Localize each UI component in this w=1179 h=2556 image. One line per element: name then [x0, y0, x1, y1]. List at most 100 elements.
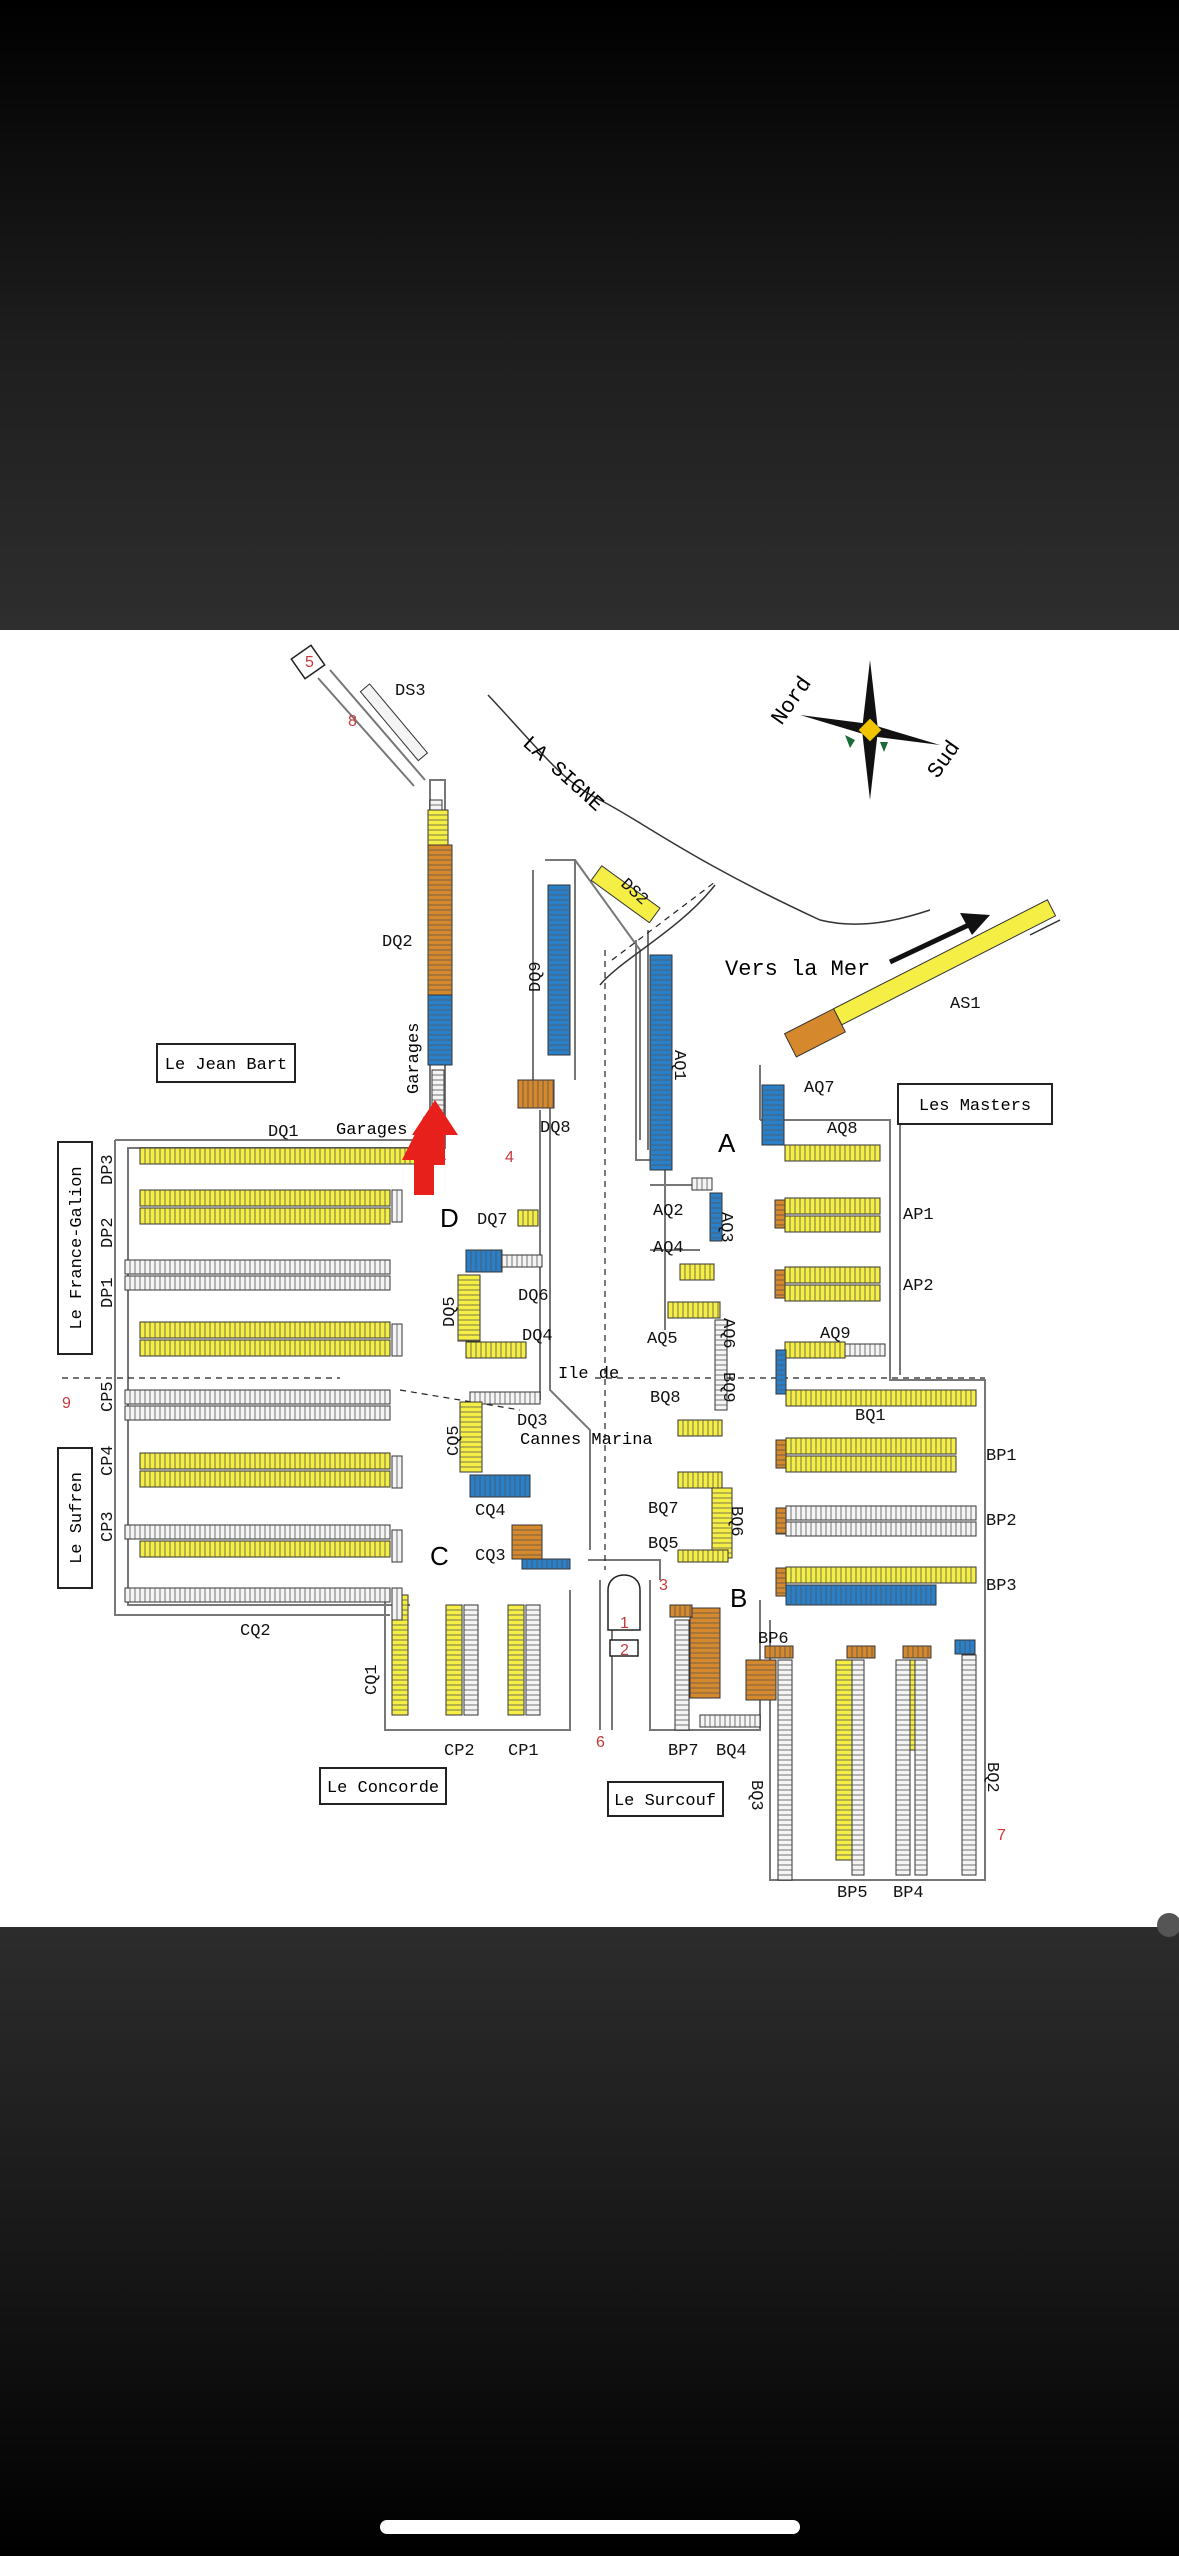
dock-cp2: CP2	[444, 1742, 475, 1761]
dock-dq8: DQ8	[540, 1119, 571, 1138]
dock-aq3: AQ3	[716, 1212, 735, 1243]
dock-bq9: BQ9	[718, 1372, 737, 1403]
red-numbers: 1 2 3 4 5 6 7 8 9	[62, 654, 1006, 1844]
mooring-strip	[139, 1147, 426, 1165]
number-7: 7	[997, 1827, 1006, 1844]
mooring-strip	[851, 1659, 865, 1876]
mooring-strip	[124, 1524, 391, 1540]
mooring-strip	[124, 1259, 391, 1275]
aq7-strip-fill	[783, 1008, 847, 1058]
dock-bp1: BP1	[986, 1447, 1017, 1466]
garages-label-horizontal: Garages	[336, 1121, 407, 1140]
mooring-strip	[667, 1301, 721, 1319]
sea-label: Vers la Mer	[725, 957, 870, 982]
dock-bp2: BP2	[986, 1512, 1017, 1531]
mooring-strip	[914, 1659, 928, 1876]
mooring-strips	[124, 683, 1057, 1881]
dock-bq7: BQ7	[648, 1500, 679, 1519]
mooring-strip	[774, 1199, 786, 1229]
dock-dq6: DQ6	[518, 1287, 549, 1306]
mooring-strip	[775, 1567, 787, 1597]
section-d-label: D	[440, 1203, 459, 1233]
cannes-marina-label: Cannes Marina	[520, 1431, 653, 1450]
dock-bq8: BQ8	[650, 1389, 681, 1408]
home-indicator[interactable]	[380, 2520, 800, 2534]
dock-ap1: AP1	[903, 1206, 934, 1225]
dock-cp4: CP4	[99, 1445, 118, 1476]
compass-north-label: Nord	[767, 672, 818, 730]
mooring-strip	[775, 1349, 787, 1395]
mooring-strip	[784, 1266, 881, 1284]
dock-cq4: CQ4	[475, 1502, 506, 1521]
svg-text:Le Sufren: Le Sufren	[68, 1472, 87, 1564]
dock-as1: AS1	[950, 995, 981, 1014]
dock-cp1: CP1	[508, 1742, 539, 1761]
number-9: 9	[62, 1395, 71, 1412]
ds3-strip-group	[359, 683, 429, 762]
mooring-strip	[784, 1215, 881, 1233]
ile-de-label: Ile de	[558, 1365, 619, 1384]
number-2: 2	[620, 1642, 629, 1659]
mooring-strip	[124, 1389, 391, 1405]
dock-bp6: BP6	[758, 1630, 789, 1649]
river-label: LA SIGNE	[517, 733, 607, 818]
dock-aq9: AQ9	[820, 1325, 851, 1344]
mooring-strip	[124, 1587, 391, 1603]
dock-bq3: BQ3	[746, 1780, 765, 1811]
dock-aq4: AQ4	[653, 1239, 684, 1258]
ds2-strip	[590, 865, 661, 924]
corner-bubble-icon	[1157, 1913, 1179, 1937]
svg-text:Le Surcouf: Le Surcouf	[614, 1792, 716, 1811]
dock-bq2: BQ2	[982, 1762, 1001, 1793]
mooring-strip	[784, 1284, 881, 1302]
dock-aq6: AQ6	[718, 1318, 737, 1349]
harbour-office	[290, 644, 641, 1657]
number-5: 5	[305, 654, 314, 671]
mooring-strip	[902, 1645, 932, 1659]
dock-bq4: BQ4	[716, 1742, 747, 1761]
section-a-label: A	[718, 1128, 736, 1158]
dock-bq5: BQ5	[648, 1535, 679, 1554]
ds2-strip-fill	[590, 865, 661, 924]
sea-arrow	[888, 913, 990, 965]
svg-text:Les Masters: Les Masters	[919, 1097, 1031, 1116]
mooring-strip	[124, 1405, 391, 1421]
number-3: 3	[659, 1577, 668, 1594]
dock-dq3: DQ3	[517, 1412, 548, 1431]
dock-dq4: DQ4	[522, 1327, 553, 1346]
dock-cq1: CQ1	[363, 1664, 382, 1695]
dock-aq1: AQ1	[669, 1050, 688, 1081]
phone-bottom-background	[0, 1927, 1179, 2556]
box-le-france-galion: Le France-Galion	[57, 1141, 93, 1355]
marina-map: Nord Sud LA SIGNE Vers la Mer A B C D Il…	[0, 630, 1179, 1927]
svg-text:Le France-Galion: Le France-Galion	[68, 1166, 87, 1329]
dock-dq7: DQ7	[477, 1211, 508, 1230]
as1-strip	[783, 899, 1057, 1058]
river-banks	[487, 694, 1061, 986]
box-le-surcouf: Le Surcouf	[607, 1781, 724, 1817]
mooring-strip	[677, 1471, 723, 1489]
dock-bp5: BP5	[837, 1884, 868, 1903]
garages-label-vertical: Garages	[405, 1023, 424, 1094]
dock-ds3: DS3	[395, 682, 426, 701]
dock-dp1: DP1	[99, 1277, 118, 1308]
mooring-strip	[517, 1079, 555, 1109]
compass-rose	[800, 660, 940, 800]
dock-dq9: DQ9	[527, 961, 546, 992]
ds3-strip-fill	[359, 683, 429, 762]
svg-text:Le Jean Bart: Le Jean Bart	[165, 1056, 287, 1075]
box-le-jean-bart: Le Jean Bart	[156, 1043, 296, 1083]
dock-dq5: DQ5	[441, 1296, 460, 1327]
number-4: 4	[505, 1149, 514, 1166]
box-le-sufren: Le Sufren	[57, 1447, 93, 1589]
dock-dq2: DQ2	[382, 933, 413, 952]
dock-cp3: CP3	[99, 1511, 118, 1542]
phone-top-background	[0, 0, 1179, 630]
mooring-strip	[784, 1197, 881, 1215]
mooring-strip	[521, 1558, 571, 1570]
box-le-concorde: Le Concorde	[319, 1767, 447, 1805]
channel-dashes	[62, 881, 985, 1570]
number-6: 6	[596, 1734, 605, 1751]
box-les-masters: Les Masters	[897, 1083, 1053, 1125]
dock-labels: DS3 DQ2 DQ9 DQ8 DS2 AQ1 AS1 AQ7 AQ8 AP1 …	[99, 682, 1017, 1903]
